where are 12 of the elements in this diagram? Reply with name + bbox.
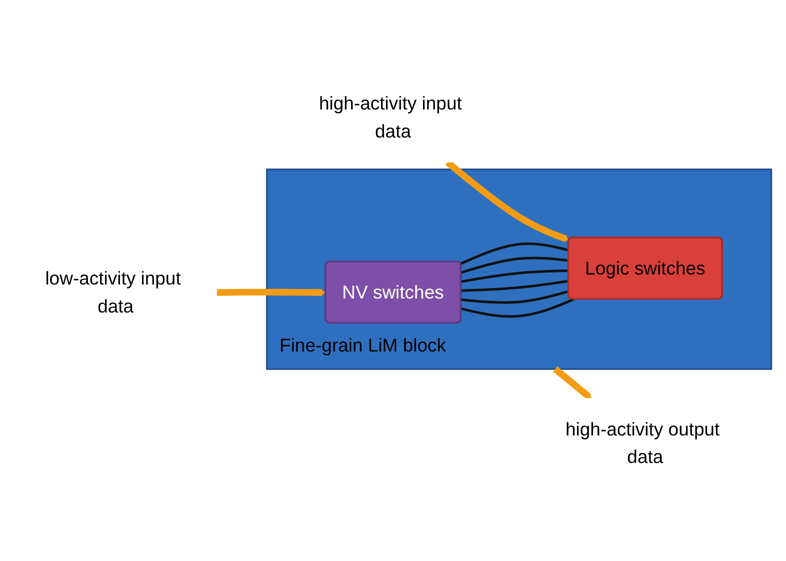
connector [460,270,569,284]
connector [461,280,569,292]
node-text: low-activity input data [45,268,181,317]
arrow [445,160,570,242]
arrow [216,289,326,297]
connector [460,290,569,304]
arrow [553,366,592,400]
node-text: high-activity output data [566,418,720,468]
node-text: high-activity input data [318,93,462,142]
connector [460,298,574,318]
connector [460,242,569,266]
connector [460,257,569,274]
